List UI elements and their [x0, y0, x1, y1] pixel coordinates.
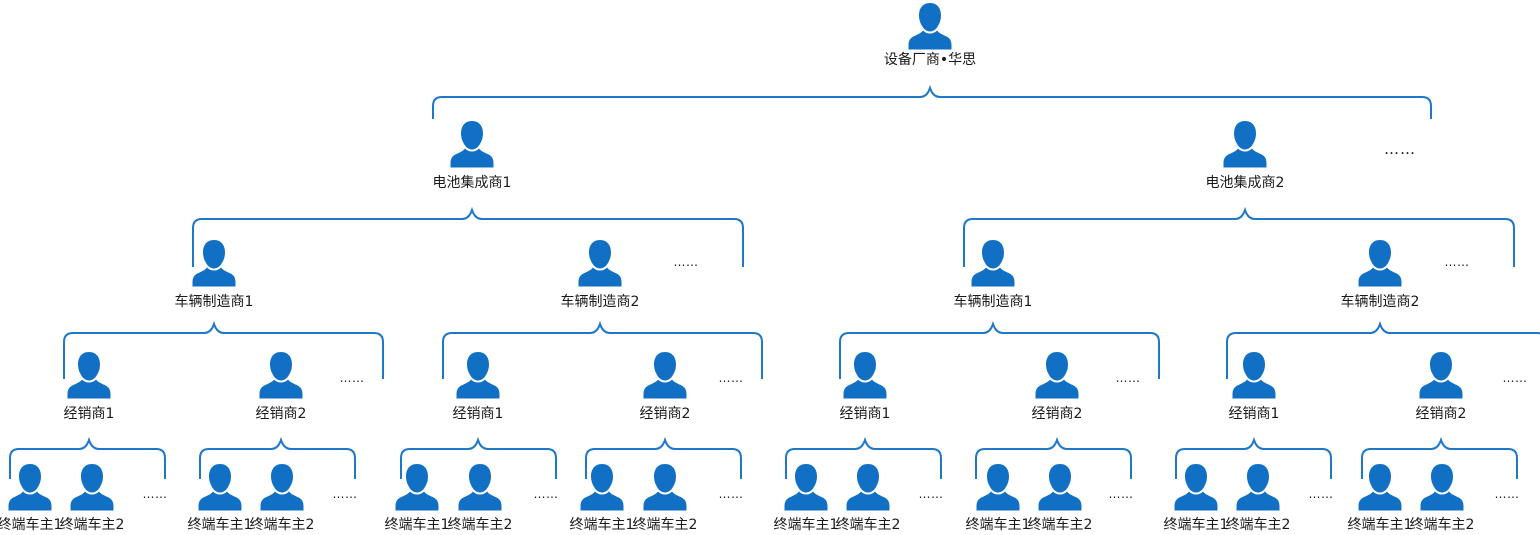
owner-label: 终端车主2 [447, 517, 513, 533]
more-ellipsis: …… [1494, 487, 1520, 501]
dealer-person-icon [843, 352, 887, 399]
root-children-bracket [432, 84, 1432, 119]
owner-label: 终端车主1 [1163, 517, 1229, 533]
dealer-person-icon [1419, 352, 1463, 399]
owner-person-icon [1038, 464, 1082, 511]
dealer-children-bracket [1361, 436, 1518, 479]
more-ellipsis: …… [1444, 255, 1470, 269]
manufacturer-children-bracket [442, 320, 763, 379]
owner-label: 终端车主2 [632, 517, 698, 533]
dealer-children-bracket [9, 436, 166, 479]
manufacturer-person-icon [192, 240, 236, 287]
integrator-children-bracket [192, 206, 744, 267]
dealer-label: 经销商2 [255, 406, 307, 422]
manufacturer-person-icon [971, 240, 1015, 287]
dealer-children-bracket [199, 436, 356, 479]
owner-person-icon [784, 464, 828, 511]
root-node-label: 设备厂商•华思 [883, 52, 977, 68]
dealer-children-bracket [785, 436, 942, 479]
owner-person-icon [1174, 464, 1218, 511]
dealer-person-icon [1232, 352, 1276, 399]
dealer-label: 经销商2 [639, 406, 691, 422]
dealer-children-bracket [400, 436, 557, 479]
dealer-children-bracket [975, 436, 1132, 479]
dealer-label: 经销商1 [839, 406, 891, 422]
owner-person-icon [70, 464, 114, 511]
more-ellipsis: …… [1108, 487, 1134, 501]
integrator-person-icon [450, 121, 494, 168]
owner-label: 终端车主2 [1027, 517, 1093, 533]
owner-person-icon [395, 464, 439, 511]
owner-label: 终端车主2 [249, 517, 315, 533]
owner-label: 终端车主2 [1409, 517, 1475, 533]
more-ellipsis: …… [533, 487, 559, 501]
owner-label: 终端车主2 [835, 517, 901, 533]
more-ellipsis: …… [1115, 371, 1141, 385]
manufacturer-label: 车辆制造商2 [560, 294, 640, 310]
owner-label: 终端车主2 [59, 517, 125, 533]
integrator-label: 电池集成商2 [1205, 175, 1285, 191]
dealer-person-icon [259, 352, 303, 399]
owner-label: 终端车主1 [187, 517, 253, 533]
owner-label: 终端车主1 [1347, 517, 1413, 533]
more-ellipsis: …… [1308, 487, 1334, 501]
owner-person-icon [458, 464, 502, 511]
dealer-person-icon [456, 352, 500, 399]
dealer-label: 经销商2 [1415, 406, 1467, 422]
owner-person-icon [580, 464, 624, 511]
owner-person-icon [1236, 464, 1280, 511]
dealer-person-icon [67, 352, 111, 399]
owner-person-icon [1420, 464, 1464, 511]
integrator-children-bracket [963, 206, 1515, 267]
owner-person-icon [976, 464, 1020, 511]
owner-person-icon [846, 464, 890, 511]
manufacturer-person-icon [1358, 240, 1402, 287]
owner-label: 终端车主1 [965, 517, 1031, 533]
owner-person-icon [643, 464, 687, 511]
owner-person-icon [260, 464, 304, 511]
owner-person-icon [198, 464, 242, 511]
dealer-children-bracket [1175, 436, 1332, 479]
dealer-label: 经销商1 [1228, 406, 1280, 422]
manufacturer-label: 车辆制造商1 [953, 294, 1033, 310]
dealer-person-icon [1035, 352, 1079, 399]
more-ellipsis: …… [142, 487, 168, 501]
more-ellipsis: …… [918, 487, 944, 501]
more-ellipsis: …… [1502, 371, 1528, 385]
dealer-children-bracket [585, 436, 742, 479]
owner-label: 终端车主2 [1225, 517, 1291, 533]
more-ellipsis: …… [718, 371, 744, 385]
dealer-label: 经销商2 [1031, 406, 1083, 422]
more-ellipsis: …… [1384, 140, 1416, 158]
owner-label: 终端车主1 [0, 517, 63, 533]
owner-label: 终端车主1 [569, 517, 635, 533]
more-ellipsis: …… [339, 371, 365, 385]
integrator-person-icon [1223, 121, 1267, 168]
manufacturer-label: 车辆制造商1 [174, 294, 254, 310]
owner-label: 终端车主1 [384, 517, 450, 533]
dealer-label: 经销商1 [452, 406, 504, 422]
more-ellipsis: …… [332, 487, 358, 501]
integrator-label: 电池集成商1 [432, 175, 512, 191]
manufacturer-person-icon [578, 240, 622, 287]
manufacturer-children-bracket [1226, 320, 1540, 379]
manufacturer-label: 车辆制造商2 [1340, 294, 1420, 310]
dealer-label: 经销商1 [63, 406, 115, 422]
root-person-icon [908, 3, 952, 50]
manufacturer-children-bracket [839, 320, 1160, 379]
more-ellipsis: …… [718, 487, 744, 501]
manufacturer-children-bracket [63, 320, 384, 379]
dealer-person-icon [643, 352, 687, 399]
owner-person-icon [8, 464, 52, 511]
owner-label: 终端车主1 [773, 517, 839, 533]
more-ellipsis: …… [673, 255, 699, 269]
owner-person-icon [1358, 464, 1402, 511]
